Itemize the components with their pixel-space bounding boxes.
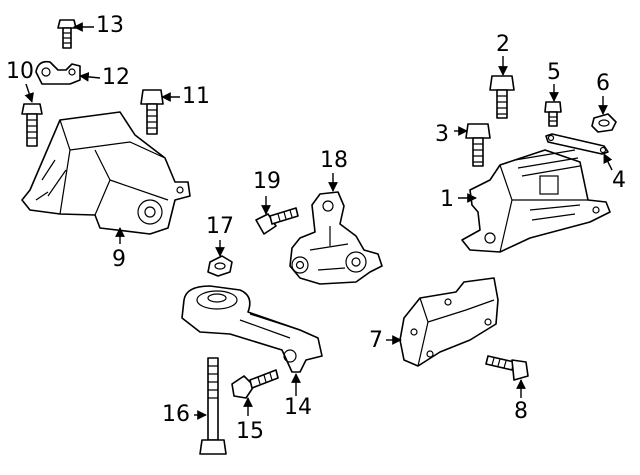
callout-13: 13 <box>96 13 124 38</box>
callout-2: 2 <box>496 32 510 57</box>
leader-lines <box>24 22 613 420</box>
bolt-19 <box>255 207 299 235</box>
callout-6: 6 <box>596 71 610 96</box>
callout-14: 14 <box>284 395 312 420</box>
bolt-16 <box>199 357 227 455</box>
nut-17 <box>207 255 233 277</box>
bolt-11 <box>140 89 164 135</box>
callout-17: 17 <box>206 214 234 239</box>
callout-7: 7 <box>369 328 383 353</box>
callout-1: 1 <box>440 187 454 212</box>
callout-4: 4 <box>612 168 626 193</box>
torque-rod-14 <box>181 285 323 373</box>
bolt-5 <box>544 101 562 127</box>
callout-16: 16 <box>162 402 190 427</box>
mount-18 <box>289 191 383 285</box>
callout-10: 10 <box>6 59 34 84</box>
mount-1 <box>461 149 611 253</box>
bolt-2 <box>489 75 515 119</box>
callout-18: 18 <box>320 148 348 173</box>
bolt-10 <box>21 103 43 147</box>
callout-19: 19 <box>253 169 281 194</box>
mount-9 <box>21 111 191 235</box>
bracket-7 <box>399 277 499 367</box>
bolt-8 <box>485 355 529 381</box>
callout-8: 8 <box>514 399 528 424</box>
callout-9: 9 <box>112 247 126 272</box>
bracket-12 <box>35 60 81 85</box>
callout-12: 12 <box>102 65 130 90</box>
strap-4 <box>545 133 609 155</box>
bolt-13 <box>57 19 77 49</box>
callout-11: 11 <box>182 84 210 109</box>
bolt-3 <box>465 123 491 167</box>
nut-6 <box>591 113 617 133</box>
bolt-15 <box>231 369 279 399</box>
callout-3: 3 <box>435 122 449 147</box>
callout-15: 15 <box>236 419 264 444</box>
callout-5: 5 <box>547 60 561 85</box>
